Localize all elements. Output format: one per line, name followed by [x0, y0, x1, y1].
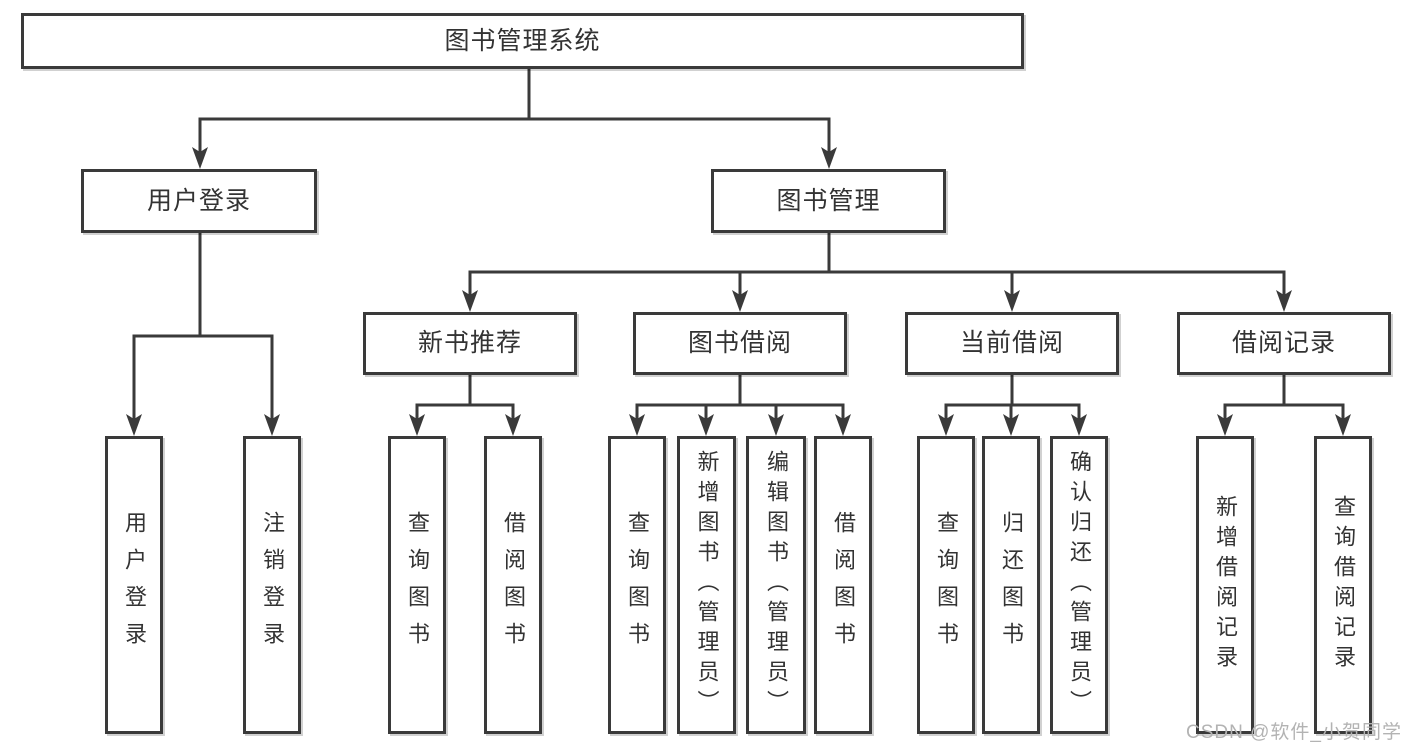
node-leaf-cb-query-label: 查询图书: [934, 511, 959, 659]
node-root-label: 图书管理系统: [444, 26, 601, 55]
node-leaf-cb-confirm: 确认归还（管理员）: [1050, 436, 1108, 734]
node-leaf-br-add: 新增借阅记录: [1196, 436, 1254, 734]
node-leaf-user-login-label: 用户登录: [122, 511, 147, 659]
node-leaf-bb-edit: 编辑图书（管理员）: [746, 436, 806, 734]
node-leaf-cb-query: 查询图书: [917, 436, 975, 734]
node-new-book-rec: 新书推荐: [363, 312, 577, 375]
node-book-mgmt: 图书管理: [711, 169, 946, 233]
node-leaf-br-query: 查询借阅记录: [1314, 436, 1372, 734]
node-root: 图书管理系统: [21, 13, 1024, 69]
node-borrow-records: 借阅记录: [1177, 312, 1391, 375]
node-leaf-br-query-label: 查询借阅记录: [1331, 495, 1356, 675]
node-leaf-nb-query: 查询图书: [388, 436, 446, 734]
node-leaf-cb-return: 归还图书: [982, 436, 1040, 734]
node-book-borrow: 图书借阅: [633, 312, 847, 375]
node-user-login-group-label: 用户登录: [146, 186, 251, 215]
node-leaf-nb-query-label: 查询图书: [405, 511, 430, 659]
node-borrow-records-label: 借阅记录: [1231, 329, 1336, 357]
node-book-borrow-label: 图书借阅: [687, 329, 792, 357]
node-leaf-logout-label: 注销登录: [260, 511, 285, 659]
node-current-borrow-label: 当前借阅: [959, 329, 1064, 357]
node-user-login-group: 用户登录: [81, 169, 317, 233]
node-leaf-bb-borrow: 借阅图书: [814, 436, 872, 734]
node-leaf-bb-query-label: 查询图书: [625, 511, 650, 659]
node-leaf-bb-query: 查询图书: [608, 436, 666, 734]
node-leaf-bb-borrow-label: 借阅图书: [831, 511, 856, 659]
node-leaf-logout: 注销登录: [243, 436, 301, 734]
node-book-mgmt-label: 图书管理: [776, 186, 881, 215]
node-new-book-rec-label: 新书推荐: [417, 329, 522, 357]
node-leaf-bb-edit-label: 编辑图书（管理员）: [764, 450, 789, 720]
node-leaf-cb-return-label: 归还图书: [999, 511, 1024, 659]
node-leaf-user-login: 用户登录: [105, 436, 163, 734]
node-leaf-nb-borrow: 借阅图书: [484, 436, 542, 734]
node-leaf-br-add-label: 新增借阅记录: [1213, 495, 1238, 675]
node-leaf-bb-add: 新增图书（管理员）: [677, 436, 736, 734]
node-current-borrow: 当前借阅: [905, 312, 1119, 375]
csdn-watermark: CSDN @软件_小贺同学: [1186, 722, 1402, 743]
node-leaf-cb-confirm-label: 确认归还（管理员）: [1067, 450, 1092, 720]
node-leaf-bb-add-label: 新增图书（管理员）: [694, 450, 720, 720]
node-leaf-nb-borrow-label: 借阅图书: [501, 511, 526, 659]
